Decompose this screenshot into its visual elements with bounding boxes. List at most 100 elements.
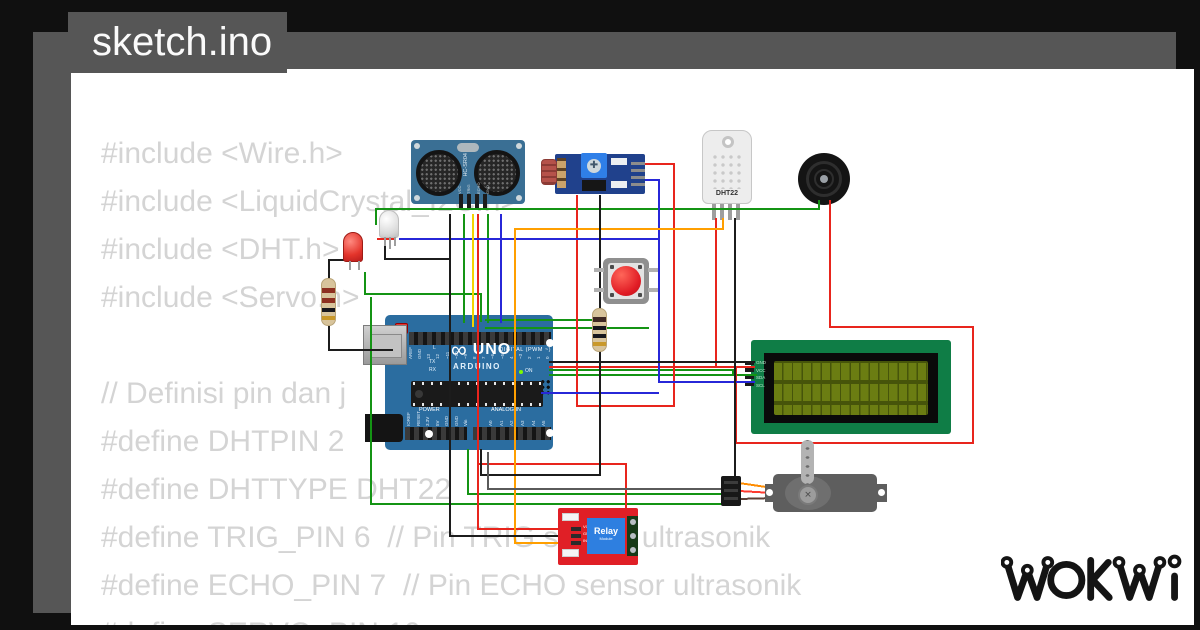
card-frame: #include <Wire.h>#include <LiquidCrystal… xyxy=(33,32,1194,625)
mounting-hole xyxy=(516,195,522,201)
power-group-label: POWER xyxy=(419,407,440,413)
list-item: #define SERVO_PIN 10 xyxy=(101,610,801,625)
mounting-hole xyxy=(414,195,420,201)
resistor xyxy=(592,308,607,352)
mounting-hole xyxy=(546,429,554,437)
white-led xyxy=(379,210,399,238)
analog-group-label: ANALOG IN xyxy=(491,407,521,413)
lcd-screen xyxy=(774,361,928,415)
list-item: Vin xyxy=(463,419,469,426)
pin xyxy=(745,368,754,372)
button-screw xyxy=(638,265,642,269)
page-content: #include <Wire.h>#include <LiquidCrystal… xyxy=(71,69,1194,625)
dht22-sensor: DHT22 xyxy=(702,130,752,220)
vent-grid xyxy=(711,153,745,189)
button-leg xyxy=(594,268,604,272)
servo-horn xyxy=(801,440,814,484)
buzzer-ring xyxy=(814,169,834,189)
list-item: A2 xyxy=(509,420,515,426)
list-item: ~11 xyxy=(444,351,450,359)
pin xyxy=(720,204,724,220)
relay-label: Relay xyxy=(593,526,619,536)
potentiometer xyxy=(581,153,607,178)
power-jack xyxy=(365,414,403,442)
mounting-hole xyxy=(414,143,420,149)
usb-metal xyxy=(370,334,402,358)
list-item: 5V xyxy=(434,420,440,426)
pin xyxy=(571,534,581,538)
transducer xyxy=(416,150,462,196)
terminal-screw xyxy=(629,533,636,539)
list-item: A1 xyxy=(498,420,504,426)
terminal-screw xyxy=(629,519,636,525)
list-item: GND xyxy=(417,349,423,359)
list-item: RESET xyxy=(415,410,421,426)
list-item: SCL xyxy=(756,382,765,388)
list-item: #define TRIG_PIN 6 // Pin TRIG sensor ul… xyxy=(101,521,771,554)
arduino-logo: UNO xyxy=(451,339,511,362)
pin xyxy=(631,162,645,165)
tx-label: TX xyxy=(429,359,436,365)
power-header xyxy=(405,427,467,440)
pin xyxy=(745,382,754,386)
connector-slot xyxy=(724,489,738,492)
pin xyxy=(483,194,487,208)
led-leg xyxy=(384,237,386,246)
crystal xyxy=(457,143,479,152)
connector-slot xyxy=(724,497,738,500)
led-leg xyxy=(394,237,396,246)
mounting-hole xyxy=(722,136,734,148)
usb-port xyxy=(363,325,407,365)
pin xyxy=(712,204,716,220)
mounting-hole xyxy=(425,430,433,438)
pin xyxy=(728,204,732,220)
terminal-screw xyxy=(629,547,636,553)
pin xyxy=(571,527,581,531)
tab-hole xyxy=(766,489,773,496)
led-leg xyxy=(389,237,391,249)
connector-slot xyxy=(724,481,738,484)
canvas-card: #include <Wire.h>#include <LiquidCrystal… xyxy=(71,69,1194,625)
ldr-sensor-module xyxy=(541,153,645,194)
list-item: #include <DHT.h> xyxy=(101,233,340,266)
list-item: A5 xyxy=(541,420,547,426)
smd-component xyxy=(562,549,579,557)
list-item: // Definisi pin dan j xyxy=(101,377,347,410)
list-item: 3.3V xyxy=(425,416,431,426)
pin xyxy=(631,176,645,179)
list-item: 13 xyxy=(426,353,432,359)
list-item: A3 xyxy=(520,420,526,426)
red-led xyxy=(343,232,363,262)
mounting-hole xyxy=(516,143,522,149)
servo-screw xyxy=(798,485,818,505)
brand-label: ARDUINO xyxy=(453,362,501,371)
button-cap xyxy=(611,266,641,296)
pin xyxy=(459,194,463,208)
file-tab: sketch.ino xyxy=(68,12,287,73)
list-item: IOREF xyxy=(406,412,411,426)
buzzer xyxy=(798,153,850,205)
list-item: VCC xyxy=(756,367,766,373)
list-item: #define ECHO_PIN 7 // Pin ECHO sensor ul… xyxy=(101,569,802,602)
analog-header xyxy=(473,427,551,440)
button-screw xyxy=(610,293,614,297)
pin xyxy=(745,375,754,379)
list-item: #include <Servo.h> xyxy=(101,281,360,314)
button-leg xyxy=(648,288,658,292)
list-item: A4 xyxy=(530,420,536,426)
push-button xyxy=(594,258,658,304)
on-label: ON xyxy=(525,368,533,374)
chip-notch xyxy=(415,390,423,398)
servo-connector xyxy=(721,476,741,506)
sensor-label: DHT22 xyxy=(715,190,739,197)
pin xyxy=(475,194,479,208)
wokwi-logo: WOKWi xyxy=(1001,554,1182,601)
button-leg xyxy=(648,268,658,272)
list-item: VCC xyxy=(457,185,462,194)
